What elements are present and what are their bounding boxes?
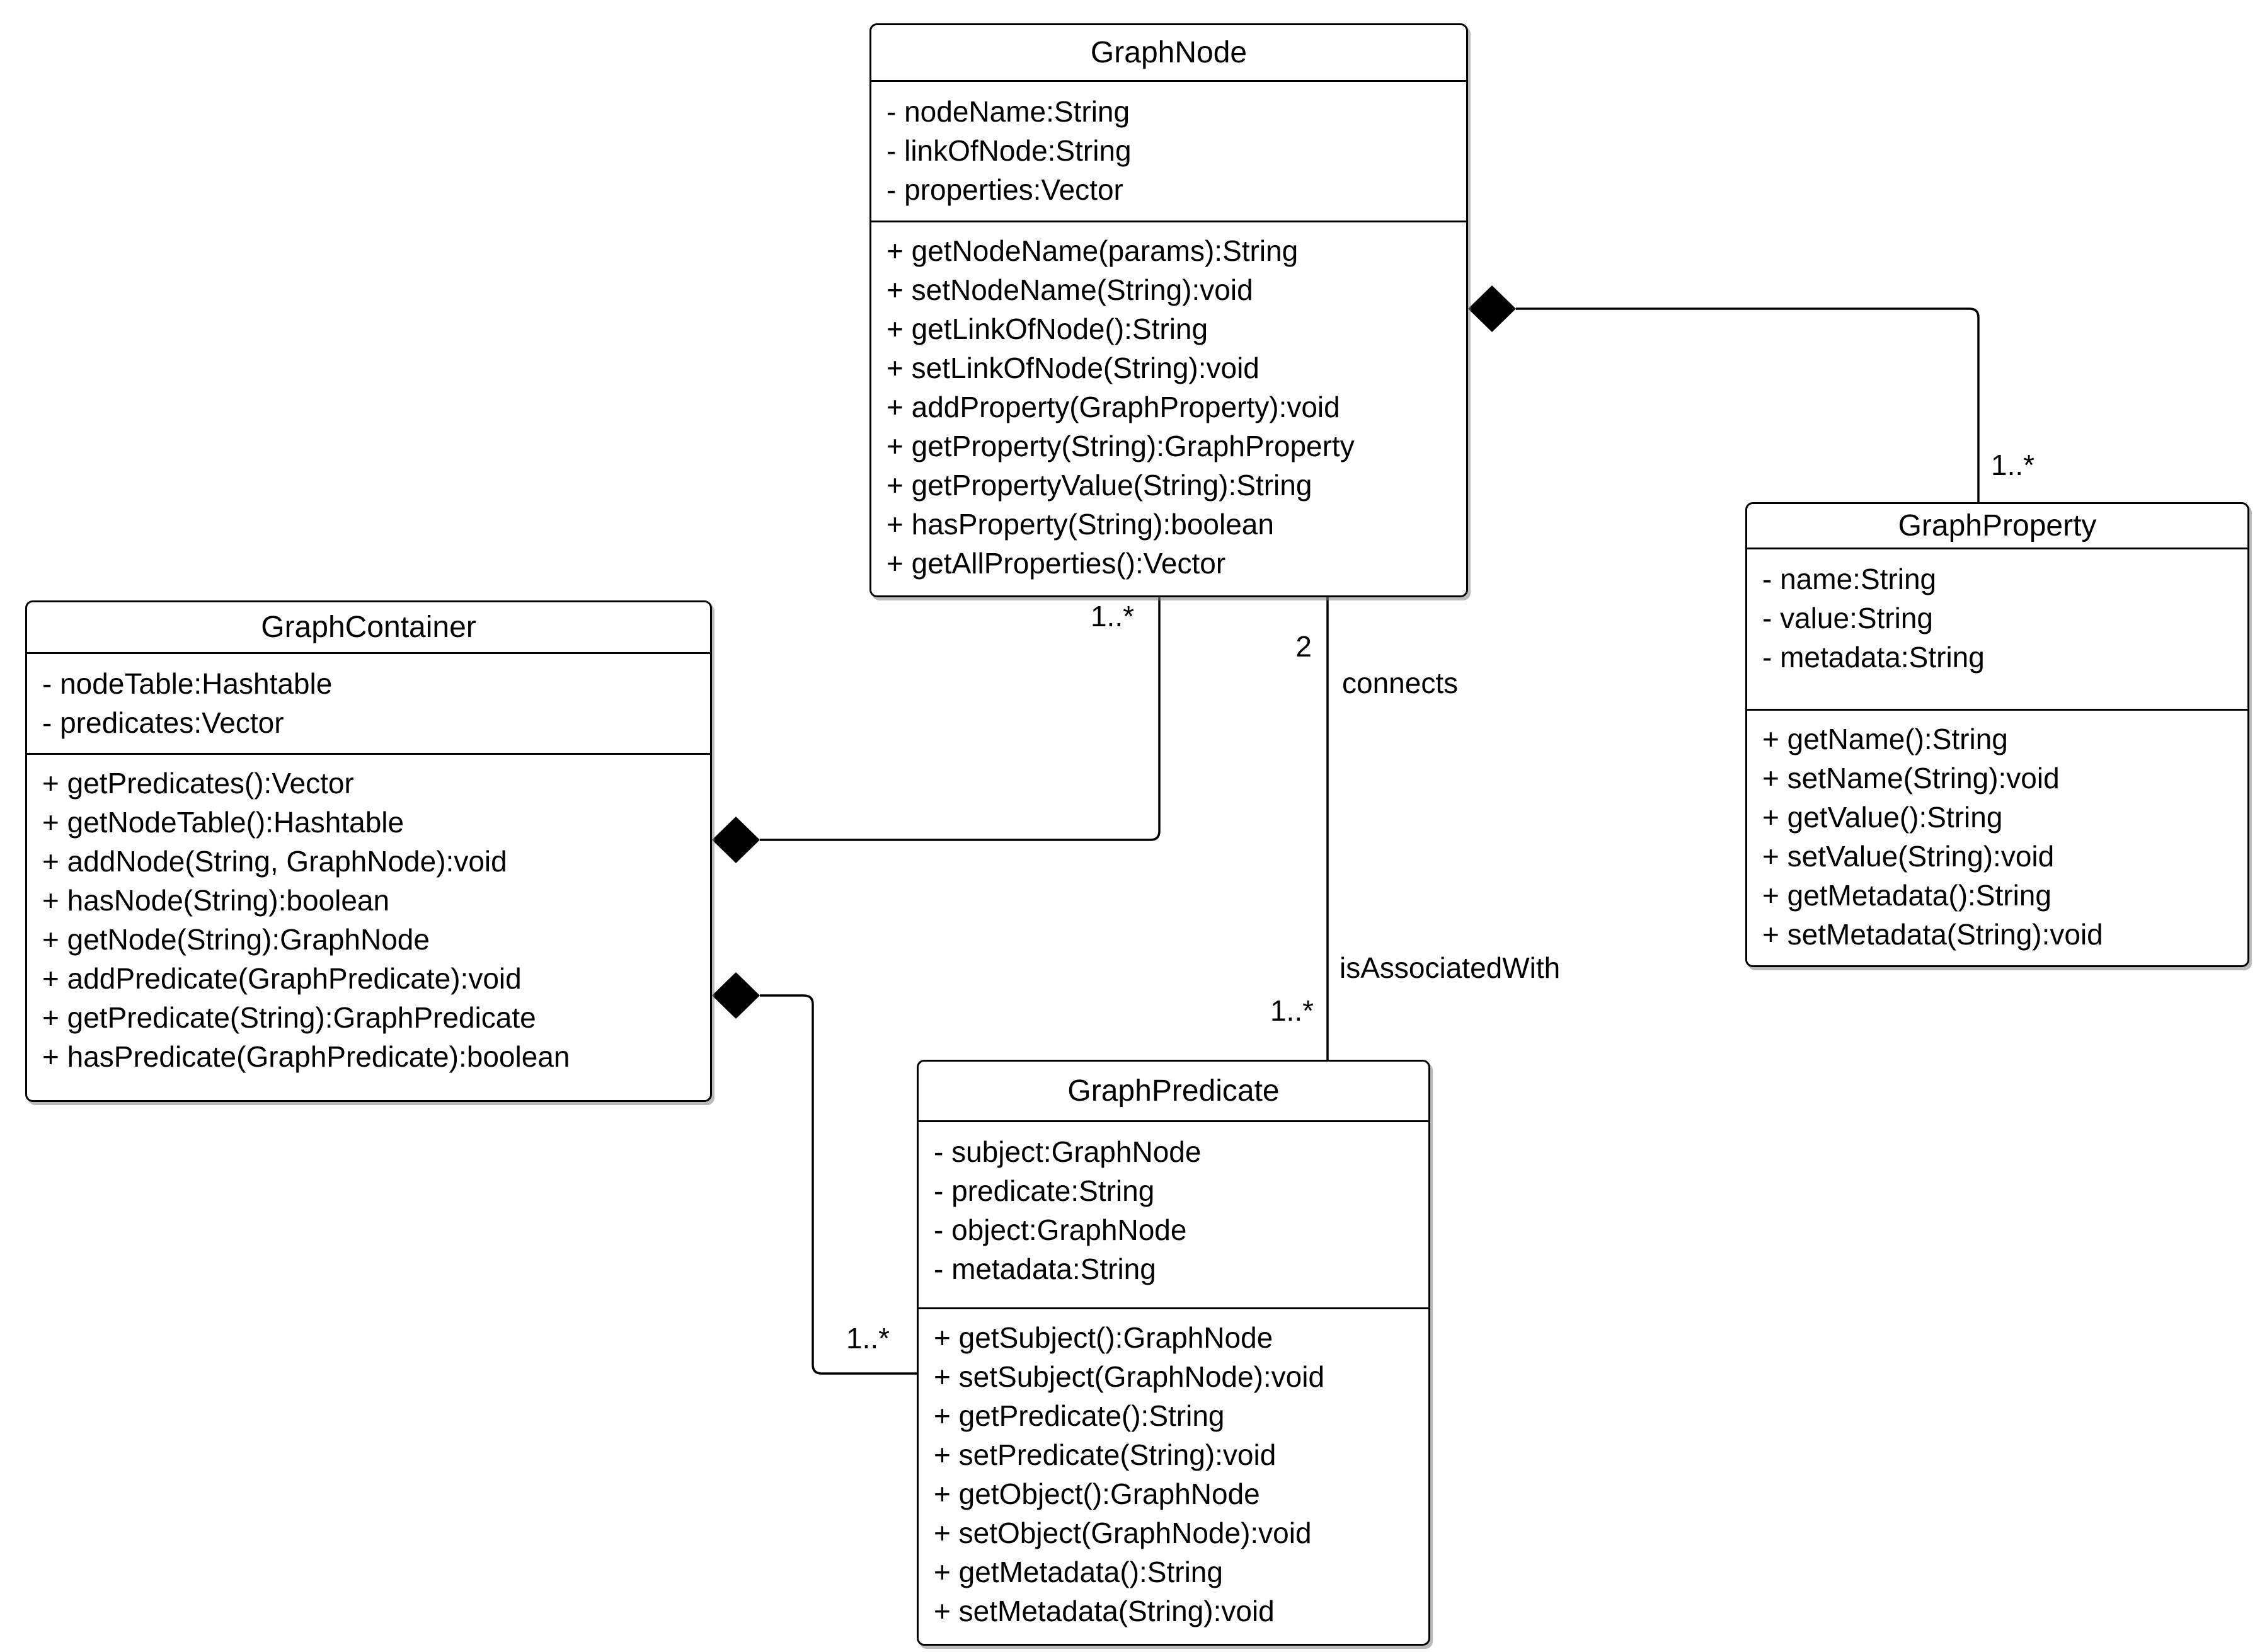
attribute-row: - name:String (1762, 563, 1937, 595)
attribute-row: - metadata:String (934, 1253, 1156, 1285)
method-row: + getMetadata():String (1762, 879, 2051, 912)
method-row: + getPredicate():String (934, 1399, 1225, 1432)
class-attributes-graphpredicate: - subject:GraphNode - predicate:String - o… (919, 1122, 1428, 1309)
method-row: + addProperty(GraphProperty):void (887, 391, 1340, 423)
method-row: + setPredicate(String):void (934, 1438, 1277, 1471)
composition-diamond-node-property-icon (1468, 285, 1516, 332)
attribute-row: - subject:GraphNode (934, 1135, 1202, 1168)
composition-line-container-node (760, 597, 1161, 841)
class-attributes-graphproperty: - name:String - value:String - metadata:St… (1747, 549, 2247, 711)
attribute-row: - nodeTable:Hashtable (42, 667, 333, 700)
composition-diamond-container-predicate-icon (712, 972, 760, 1019)
class-methods-graphcontainer: + getPredicates():Vector + getNodeTable()… (27, 755, 710, 1100)
attribute-row: - value:String (1762, 602, 1934, 634)
method-row: + getMetadata():String (934, 1556, 1223, 1588)
class-methods-graphpredicate: + getSubject():GraphNode + setSubject(Gra… (919, 1309, 1428, 1644)
method-row: + getValue():String (1762, 801, 2003, 834)
method-row: + getLinkOfNode():String (887, 313, 1208, 345)
class-box-graphproperty: GraphProperty - name:String - value:Strin… (1745, 502, 2249, 967)
class-methods-graphproperty: + getName():String + setName(String):void… (1747, 711, 2247, 965)
method-row: + setValue(String):void (1762, 840, 2055, 873)
method-row: + hasNode(String):boolean (42, 884, 390, 917)
attribute-row: - predicates:Vector (42, 706, 284, 739)
class-box-graphpredicate: GraphPredicate - subject:GraphNode - pred… (917, 1060, 1430, 1646)
class-methods-graphnode: + getNodeName(params):String + setNodeNam… (871, 222, 1466, 595)
method-row: + getNodeTable():Hashtable (42, 806, 405, 839)
class-attributes-graphcontainer: - nodeTable:Hashtable - predicates:Vector (27, 654, 710, 755)
role-label-connects: connects (1342, 667, 1459, 699)
attribute-row: - metadata:String (1762, 641, 1985, 674)
method-row: + setName(String):void (1762, 762, 2060, 794)
method-row: + getNodeName(params):String (887, 234, 1299, 267)
method-row: + getNode(String):GraphNode (42, 923, 430, 956)
method-row: + hasPredicate(GraphPredicate):boolean (42, 1040, 570, 1073)
method-row: + hasProperty(String):boolean (887, 508, 1274, 541)
method-row: + getName():String (1762, 723, 2008, 755)
attribute-row: - object:GraphNode (934, 1213, 1187, 1246)
method-row: + setMetadata(String):void (934, 1595, 1275, 1627)
multiplicity-label-container-node: 1..* (1090, 600, 1134, 633)
multiplicity-label-container-predicate: 1..* (846, 1322, 890, 1355)
method-row: + getPredicates():Vector (42, 767, 354, 800)
method-row: + setLinkOfNode(String):void (887, 352, 1259, 384)
attribute-row: - nodeName:String (887, 95, 1130, 128)
class-title-graphpredicate: GraphPredicate (919, 1062, 1428, 1122)
multiplicity-label-node-property: 1..* (1991, 449, 2035, 481)
role-label-is-associated-with: isAssociatedWith (1340, 951, 1561, 984)
multiplicity-label-connects: 2 (1295, 630, 1312, 663)
method-row: + setMetadata(String):void (1762, 918, 2103, 951)
method-row: + getSubject():GraphNode (934, 1321, 1273, 1354)
composition-line-node-property (1516, 307, 1980, 502)
attribute-row: - linkOfNode:String (887, 134, 1132, 167)
method-row: + getPropertyValue(String):String (887, 469, 1312, 502)
class-title-graphproperty: GraphProperty (1747, 504, 2247, 549)
attribute-row: - properties:Vector (887, 173, 1123, 206)
method-row: + setSubject(GraphNode):void (934, 1360, 1325, 1393)
method-row: + getProperty(String):GraphProperty (887, 430, 1355, 462)
method-row: + getPredicate(String):GraphPredicate (42, 1001, 536, 1034)
class-title-graphcontainer: GraphContainer (27, 602, 710, 654)
class-box-graphcontainer: GraphContainer - nodeTable:Hashtable - pr… (25, 600, 712, 1102)
attribute-row: - predicate:String (934, 1174, 1155, 1207)
method-row: + setNodeName(String):void (887, 273, 1253, 306)
class-title-graphnode: GraphNode (871, 25, 1466, 82)
class-box-graphnode: GraphNode - nodeName:String - linkOfNode:… (869, 23, 1468, 597)
multiplicity-label-is-associated-with: 1..* (1270, 994, 1314, 1027)
method-row: + setObject(GraphNode):void (934, 1517, 1312, 1549)
method-row: + addPredicate(GraphPredicate):void (42, 962, 522, 995)
method-row: + getAllProperties():Vector (887, 547, 1226, 580)
composition-line-container-predicate (760, 994, 917, 1375)
method-row: + addNode(String, GraphNode):void (42, 845, 507, 878)
method-row: + getObject():GraphNode (934, 1477, 1260, 1510)
composition-diamond-container-node-icon (712, 817, 760, 863)
class-attributes-graphnode: - nodeName:String - linkOfNode:String - pr… (871, 82, 1466, 222)
